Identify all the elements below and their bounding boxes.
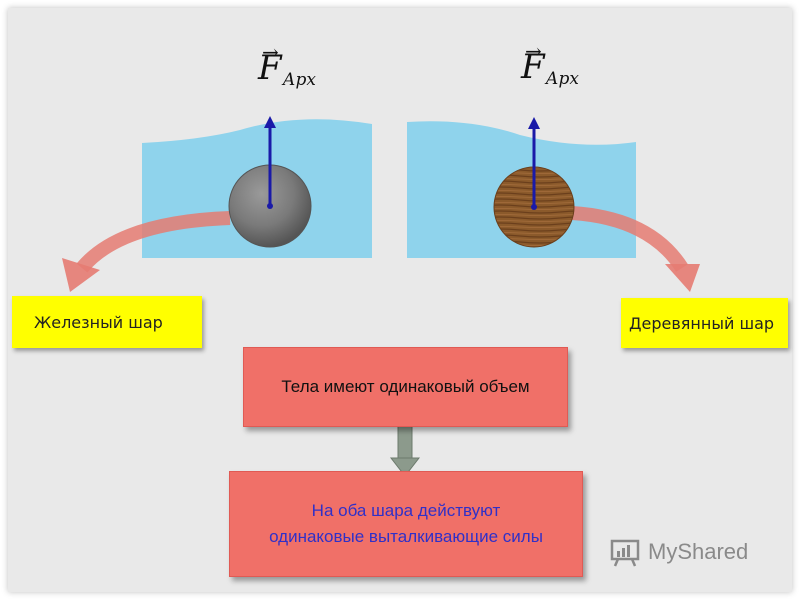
wood-ball-label: Деревянный шар [621, 298, 788, 348]
right-force-subscript: Арх [545, 69, 579, 89]
left-force-label: →FАрх [258, 40, 316, 90]
same-volume-text: Тела имеют одинаковый объем [281, 377, 530, 396]
same-force-line2: одинаковые выталкивающие силы [269, 527, 543, 546]
right-force-symbol: F [521, 47, 545, 87]
same-volume-box: Тела имеют одинаковый объем [243, 347, 568, 427]
iron-ball-label: Железный шар [12, 296, 202, 348]
left-curve-arrowhead [62, 258, 100, 292]
right-curve-arrow [571, 206, 688, 272]
right-curve-arrowhead [665, 264, 700, 292]
left-force-symbol: F [258, 48, 282, 88]
myshared-logo-icon [610, 539, 640, 567]
same-force-line1: На оба шара действуют [311, 501, 501, 520]
left-force-origin [267, 203, 273, 209]
left-curve-arrow [76, 211, 231, 273]
myshared-watermark: MyShared [610, 537, 748, 567]
same-force-box: На оба шара действуют одинаковые выталки… [229, 471, 583, 577]
right-force-arrowhead [528, 117, 540, 129]
left-force-subscript: Арх [282, 70, 316, 90]
myshared-text: MyShared [648, 539, 749, 564]
right-force-label: →FАрх [521, 39, 579, 89]
down-arrow-head [389, 457, 421, 477]
right-force-origin [531, 204, 537, 210]
left-force-arrowhead [264, 116, 276, 128]
